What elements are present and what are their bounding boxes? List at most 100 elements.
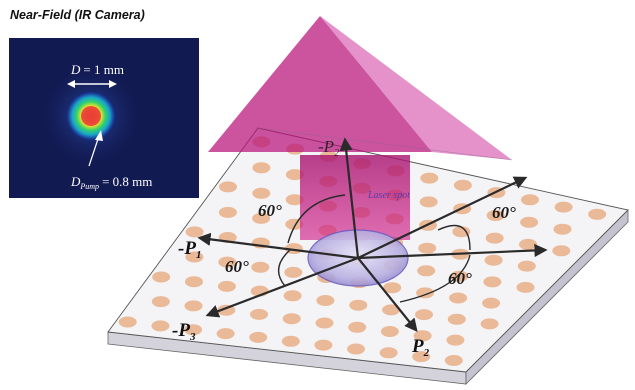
- angle-arc-top-right: [437, 224, 471, 251]
- lattice-hole: [282, 313, 301, 325]
- lattice-hole: [151, 320, 170, 332]
- lattice-hole: [482, 297, 501, 309]
- lattice-hole: [420, 172, 439, 184]
- lattice-hole: [217, 280, 236, 292]
- lattice-hole: [152, 271, 171, 283]
- lattice-hole: [285, 218, 304, 230]
- pump-pointer-line: [88, 135, 100, 167]
- lattice-hole: [185, 276, 203, 288]
- lattice-hole: [383, 282, 402, 294]
- lattice-hole: [219, 181, 237, 193]
- lattice-hole: [315, 317, 334, 329]
- lattice-hole: [185, 251, 204, 263]
- lattice-hole: [218, 256, 237, 268]
- lattice-hole: [419, 196, 438, 208]
- lattice-hole: [251, 261, 270, 273]
- vector-p3-arrow: [357, 176, 528, 259]
- lattice-hole: [382, 304, 401, 316]
- label-neg-p1: -P1: [178, 238, 201, 261]
- lattice-hole: [449, 292, 468, 304]
- lattice-hole: [444, 355, 463, 366]
- lattice-hole: [349, 299, 368, 311]
- lattice-hole: [252, 162, 271, 174]
- lattice-hole: [417, 265, 436, 277]
- lattice-hole: [446, 334, 465, 346]
- lattice-hole: [347, 343, 365, 355]
- lattice-hole: [314, 339, 333, 351]
- lattice-hole: [519, 238, 537, 250]
- lattice-hole: [588, 208, 607, 220]
- lattice-hole: [252, 212, 271, 224]
- lattice-hole: [118, 316, 137, 328]
- lattice-hole: [517, 260, 536, 272]
- lattice-hole: [415, 309, 433, 321]
- lattice-hole: [185, 226, 204, 238]
- lattice-hole: [285, 194, 304, 206]
- angle-label-top-right: 60°: [492, 203, 516, 222]
- lattice-hole: [418, 242, 437, 254]
- lattice-hole: [284, 266, 303, 278]
- angle-label-bottom-left: 60°: [225, 257, 249, 276]
- lattice-hole: [453, 179, 472, 191]
- lattice-hole: [250, 308, 268, 320]
- lattice-hole: [316, 295, 335, 306]
- lattice-hole: [249, 331, 268, 343]
- label-neg-p3: -P3: [172, 320, 196, 343]
- lattice-vectors: [197, 137, 548, 333]
- lattice-hole: [379, 347, 398, 359]
- laser-spot-label: Laser spot: [367, 190, 410, 201]
- laser-beam-head-side: [320, 16, 512, 160]
- vector-neg-p1-arrow: [197, 232, 359, 260]
- ir-camera-image: D= 1 mm DPump= 0.8 mm: [9, 38, 199, 198]
- ir-camera-inset: D= 1 mm DPump= 0.8 mm: [9, 38, 199, 198]
- vector-neg-p3-arrow: [205, 256, 359, 318]
- d-arrow-right-head: [109, 80, 117, 88]
- angle-arcs: [277, 194, 471, 303]
- angle-label-bottom-right: 60°: [448, 269, 472, 288]
- d-arrow-left-head: [67, 80, 75, 88]
- lattice-hole: [520, 216, 539, 228]
- beam-outline: [257, 127, 513, 161]
- dpump-label: DPump= 0.8 mm: [70, 174, 152, 191]
- lattice-hole: [283, 290, 302, 302]
- lattice-hole: [554, 201, 573, 213]
- lattice-hole: [485, 232, 504, 244]
- laser-beam-stem-top: [300, 155, 410, 240]
- lattice-hole: [285, 169, 304, 181]
- pump-pointer-head: [95, 130, 103, 141]
- lattice-hole: [281, 335, 300, 347]
- lattice-hole: [413, 330, 432, 342]
- lattice-hole: [480, 318, 499, 330]
- lattice-hole: [216, 328, 235, 340]
- lattice-hole: [184, 300, 203, 312]
- lattice-hole: [452, 226, 471, 238]
- lattice-hole: [483, 276, 502, 288]
- lattice-hole: [412, 351, 431, 363]
- angle-arc-top-left: [287, 194, 346, 244]
- lattice-hole: [553, 223, 572, 235]
- angle-label-top-left: 60°: [258, 201, 282, 220]
- ir-spot-core: [81, 106, 101, 126]
- lattice-hole: [521, 194, 539, 206]
- vector-neg-p2-arrow: [339, 137, 360, 259]
- lattice-hole: [484, 254, 503, 266]
- lattice-hole: [516, 281, 535, 293]
- angle-arc-bottom-left: [277, 249, 291, 287]
- inset-title: Near-Field (IR Camera): [10, 8, 145, 22]
- lattice-hole: [218, 206, 237, 218]
- lattice-hole: [348, 321, 367, 333]
- vector-p2-arrow: [357, 257, 418, 333]
- lattice-hole: [380, 326, 399, 337]
- angle-arc-bottom-right: [399, 254, 471, 303]
- d-label: D= 1 mm: [70, 62, 124, 77]
- laser-beam-head: [208, 16, 432, 152]
- label-neg-p2: -P2: [318, 137, 339, 159]
- lattice-hole: [151, 296, 170, 308]
- vector-p1-arrow: [357, 243, 548, 260]
- lattice-hole: [184, 324, 202, 336]
- lattice-hole: [552, 245, 571, 257]
- label-p2: P2: [411, 336, 430, 359]
- lattice-hole: [486, 210, 505, 221]
